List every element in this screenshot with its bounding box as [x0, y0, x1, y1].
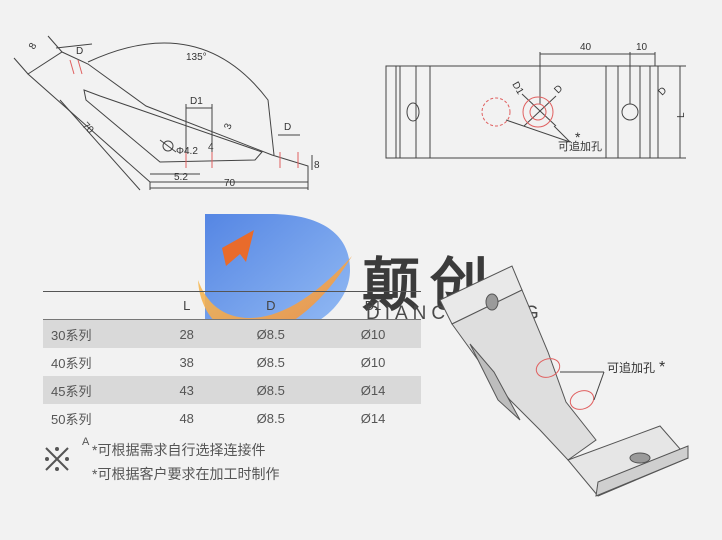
dim-8-right: 8	[314, 160, 320, 171]
note-line-2: *可根据客户要求在加工时制作	[92, 466, 280, 482]
angle-label: 135°	[186, 52, 207, 63]
cell-d: Ø8.5	[256, 410, 285, 426]
table-row: 30系列 28 Ø8.5 Ø10	[43, 319, 421, 348]
table-header-row: L D D1	[43, 291, 421, 320]
angle-arc	[87, 42, 275, 156]
cell-l: 43	[157, 376, 217, 404]
cell-l: 48	[179, 410, 194, 426]
cell-l: 38	[179, 354, 194, 370]
dim-phi: Φ4.2	[176, 146, 198, 157]
top-dim-l: L	[676, 112, 687, 118]
iso-top-hole	[485, 293, 499, 311]
cell-d1: Ø14	[360, 410, 386, 426]
iso-bottom-hole	[629, 452, 651, 464]
dim-3: 3	[222, 122, 234, 131]
cell-d: Ø8.5	[216, 376, 326, 404]
bracket-outline	[27, 51, 309, 183]
header-d: D	[216, 291, 326, 320]
logo-arrow	[222, 230, 254, 266]
spec-table: L D D1 30系列 28 Ø8.5 Ø10 40系列 38 Ø8.5 Ø10…	[43, 291, 421, 432]
cell-d: Ø8.5	[256, 354, 285, 370]
note-mark-icon	[45, 447, 69, 471]
iso-optional-hole: 可追加孔	[607, 360, 655, 375]
cell-d: Ø8.5	[216, 319, 326, 348]
table-row: 40系列 38 Ø8.5 Ø10	[43, 348, 421, 376]
dim-4: 4	[208, 142, 214, 153]
cell-l: 28	[157, 319, 217, 348]
dim-5-2: 5.2	[174, 172, 188, 183]
cell-series: 30系列	[43, 319, 157, 348]
header-series	[43, 291, 157, 320]
plate-outline	[385, 65, 659, 159]
top-optional-hole: 可追加孔	[558, 139, 602, 153]
dim-d-top: D	[76, 46, 83, 57]
left-hole	[406, 102, 420, 122]
header-l: L	[157, 291, 217, 320]
cell-series: 45系列	[43, 376, 157, 404]
header-d1: D1	[325, 291, 421, 320]
dim-d-right: D	[284, 122, 291, 133]
cell-series: 40系列	[51, 355, 92, 371]
table-row: 50系列 48 Ø8.5 Ø14	[43, 404, 421, 432]
top-dim-40: 40	[580, 42, 592, 53]
cell-d1: Ø14	[325, 376, 421, 404]
dim-d1: D1	[190, 96, 203, 107]
top-asterisk: *	[575, 129, 581, 145]
cell-d1: Ø10	[325, 319, 421, 348]
note-superscript: A	[82, 436, 90, 448]
dim-70-bottom: 70	[224, 178, 236, 189]
cell-series: 50系列	[51, 411, 92, 427]
dim-8-top: 8	[27, 41, 40, 52]
inner-slot	[83, 89, 263, 163]
note-line-1: *可根据需求自行选择连接件	[92, 442, 266, 458]
top-dim-10: 10	[636, 42, 648, 53]
cell-d1: Ø10	[360, 354, 386, 370]
iso-asterisk: *	[659, 359, 665, 376]
table-row: 45系列 43 Ø8.5 Ø14	[43, 376, 421, 404]
iso-slant-body	[451, 289, 597, 461]
